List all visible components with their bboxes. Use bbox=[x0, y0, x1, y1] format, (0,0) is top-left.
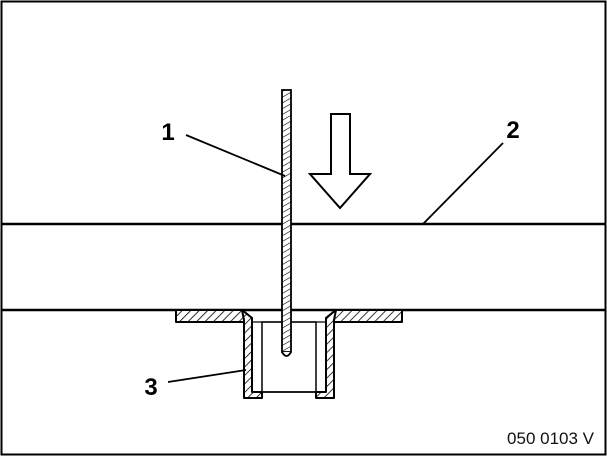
insert-direction-arrow bbox=[307, 113, 373, 210]
leader-line-1 bbox=[185, 134, 286, 177]
probe-rod bbox=[281, 89, 292, 357]
sleeve-wall-left bbox=[241, 309, 263, 399]
sleeve-wall-right bbox=[315, 309, 337, 399]
leader-line-2 bbox=[422, 142, 504, 225]
callout-2: 2 bbox=[506, 117, 519, 144]
callout-1: 1 bbox=[161, 119, 174, 146]
figure-reference-code: 050 0103 V bbox=[507, 429, 595, 448]
callout-3: 3 bbox=[144, 374, 157, 401]
leader-line-3 bbox=[167, 369, 247, 383]
sleeve-flange-left bbox=[175, 309, 253, 323]
sleeve-flange-right bbox=[325, 309, 403, 323]
